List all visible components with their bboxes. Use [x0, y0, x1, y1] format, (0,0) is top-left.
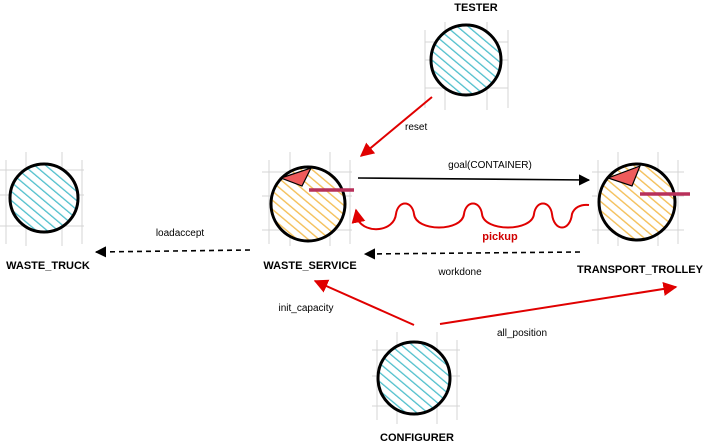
pickup-arrow — [351, 202, 590, 230]
edge-init-capacity: init_capacity — [278, 279, 415, 326]
edge-loadaccept: loadaccept — [94, 228, 251, 258]
workdone-label: workdone — [437, 267, 482, 278]
reset-arrow — [359, 96, 433, 157]
loadaccept-label: loadaccept — [156, 228, 205, 239]
all-position-arrow — [439, 282, 678, 325]
edge-reset: reset — [359, 96, 433, 157]
edge-all-position: all_position — [439, 282, 678, 339]
configurer-actor-circle — [376, 340, 452, 416]
waste-service-label: WASTE_SERVICE — [263, 260, 356, 272]
waste-truck-label: WASTE_TRUCK — [6, 260, 90, 272]
tester-actor-circle — [429, 23, 503, 97]
waste-service-actor-circle — [269, 165, 347, 243]
reset-label: reset — [405, 122, 427, 133]
configurer-label: CONFIGURER — [380, 432, 454, 444]
node-waste-service: WASTE_SERVICE — [262, 152, 357, 272]
waste-truck-actor-circle — [8, 162, 80, 234]
node-waste-truck: WASTE_TRUCK — [0, 152, 90, 272]
goal-arrow — [357, 174, 591, 186]
init-capacity-label: init_capacity — [278, 303, 333, 314]
node-configurer: CONFIGURER — [372, 332, 460, 444]
workdone-arrow — [363, 248, 581, 260]
all-position-label: all_position — [497, 328, 547, 339]
pickup-label: pickup — [482, 231, 518, 243]
node-transport-trolley: TRANSPORT_TROLLEY — [577, 152, 704, 276]
edge-pickup: pickup — [351, 202, 590, 243]
init-capacity-arrow — [313, 279, 415, 326]
transport-trolley-state-triangle — [606, 164, 642, 187]
tester-label: TESTER — [454, 2, 497, 14]
transport-trolley-actor-circle — [597, 162, 677, 242]
waste-service-state-triangle — [279, 166, 313, 187]
goal-label: goal(CONTAINER) — [448, 160, 532, 171]
edge-workdone: workdone — [363, 248, 581, 278]
node-tester: TESTER — [424, 2, 509, 110]
loadaccept-arrow — [94, 246, 251, 258]
transport-trolley-label: TRANSPORT_TROLLEY — [577, 264, 704, 276]
edge-goal: goal(CONTAINER) — [357, 160, 591, 186]
